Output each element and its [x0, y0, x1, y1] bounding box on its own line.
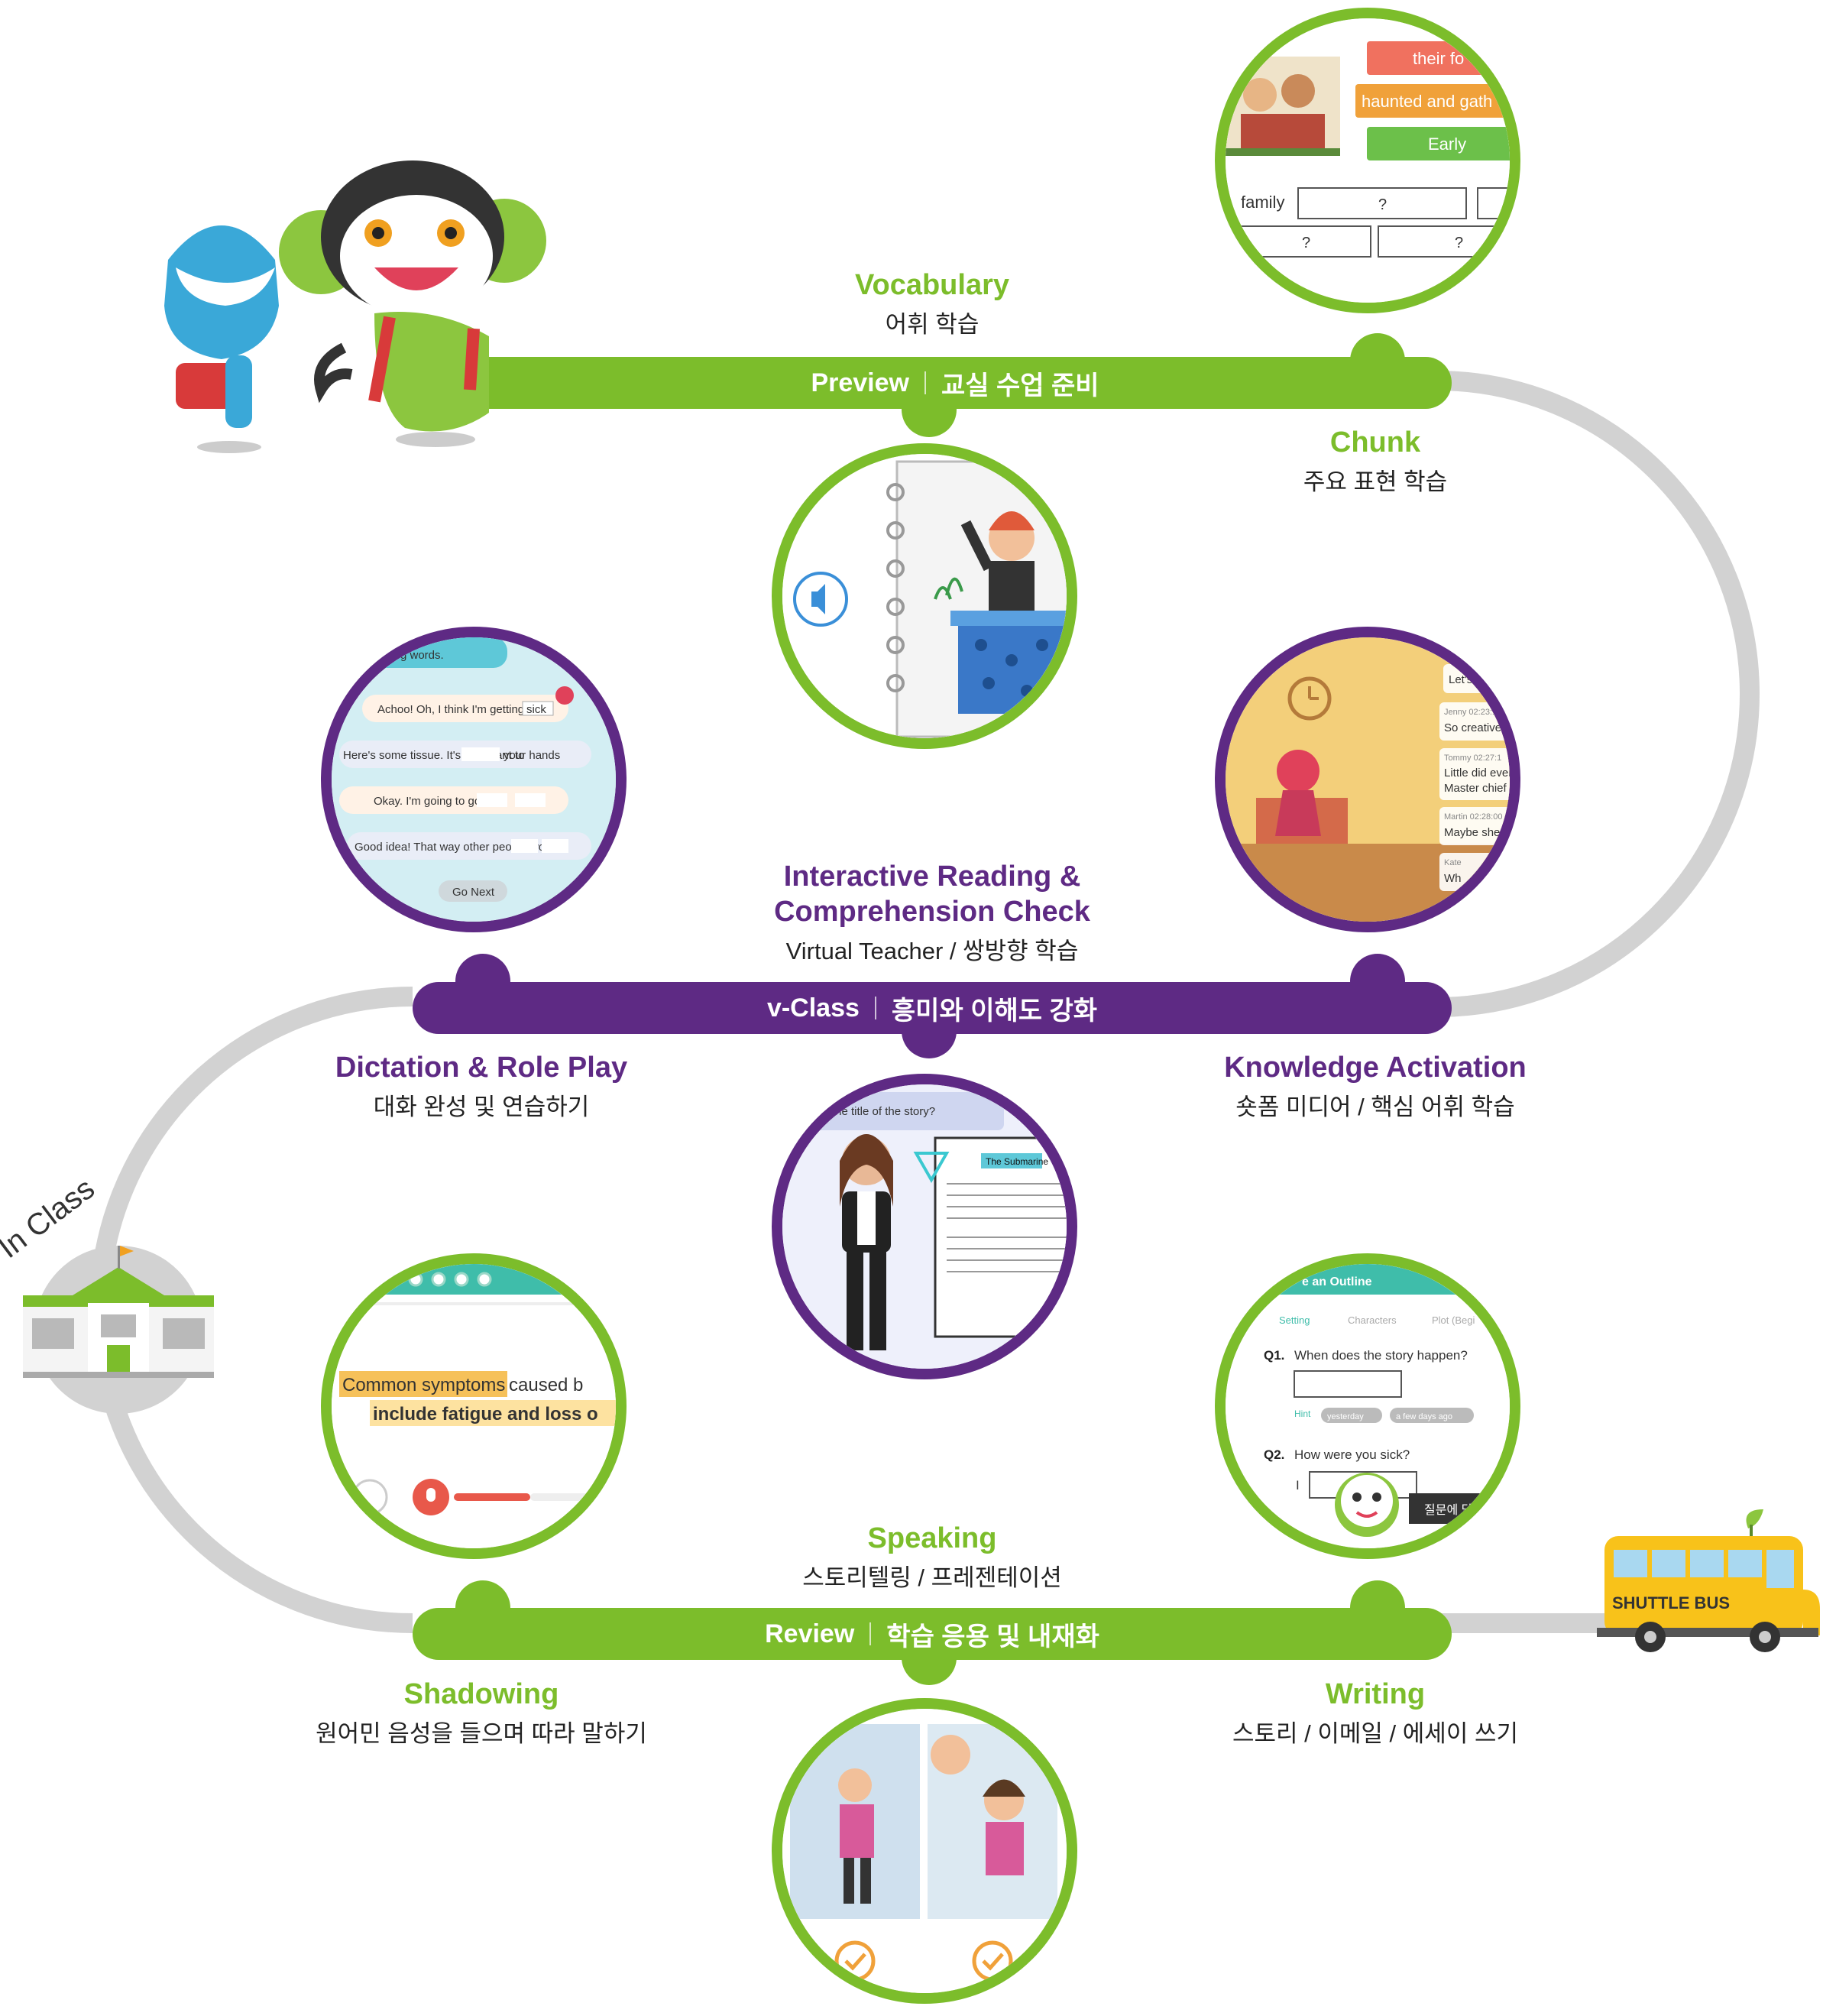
writing-answer-prefix: I — [1296, 1478, 1300, 1493]
writing-banner: 질문에 답 — [1424, 1503, 1473, 1517]
vocabulary-screenshot: their fo haunted and gath Early family ?… — [1215, 8, 1520, 313]
step-shadowing: Shadowing 원어민 음성을 들으며 따라 말하기 — [283, 1677, 680, 1749]
review-bar: Review 학습 응용 및 내재화 — [413, 1608, 1452, 1660]
knowledge-chat2-name: Jenny 02:23:1 — [1444, 708, 1497, 717]
separator — [924, 371, 926, 394]
dictation-word1: sick — [526, 703, 546, 716]
writing-q1: Q1. — [1264, 1348, 1284, 1363]
review-desc: 학습 응용 및 내재화 — [886, 1622, 1099, 1651]
writing-header: e an Outline — [1302, 1275, 1372, 1288]
dictation-line3: Okay. I'm going to go — [374, 795, 481, 808]
writing-hint1: yesterday — [1327, 1412, 1364, 1421]
speaking-screen-art — [782, 1709, 1067, 1993]
preview-desc: 교실 수업 준비 — [941, 371, 1099, 400]
step-desc: 주요 표현 학습 — [1303, 468, 1448, 495]
interactive-reading-screenshot: is the title of the story? The Submarine — [772, 1074, 1077, 1379]
preview-label: Preview — [811, 368, 909, 397]
dictation-line4: Good idea! That way other people won't — [355, 841, 557, 854]
dictation-header: g words. — [400, 649, 444, 662]
interactive-question: is the title of the story? — [821, 1105, 935, 1118]
dictation-button: Go Next — [452, 886, 495, 899]
writing-screen-art: e an Outline Setting Characters Plot (Be… — [1226, 1264, 1510, 1548]
step-vocabulary: Vocabulary 어휘 학습 — [779, 267, 1085, 339]
shuttle-bus: SHUTTLE BUS — [1597, 1509, 1820, 1652]
interactive-reading-art: is the title of the story? The Submarine — [782, 1084, 1067, 1369]
vocab-blank-2: ? — [1302, 235, 1310, 251]
step-writing: Writing 스토리 / 이메일 / 에세이 쓰기 — [1192, 1677, 1559, 1749]
school-building — [23, 1246, 214, 1414]
dictation-line2b: your hands — [504, 749, 560, 762]
shadowing-screen-art: Common symptoms caused b include fatigue… — [332, 1264, 616, 1548]
shadowing-text1a: Common symptoms — [342, 1375, 505, 1395]
shuttle-bus-text: SHUTTLE BUS — [1612, 1593, 1730, 1612]
knowledge-chat5-name: Kate — [1444, 858, 1462, 867]
separator — [869, 1622, 872, 1645]
writing-q2: Q2. — [1264, 1447, 1284, 1462]
knowledge-chat4-name: Martin 02:28:00 — [1444, 812, 1502, 822]
step-title: Speaking — [867, 1522, 997, 1554]
step-interactive-reading: Interactive Reading & Comprehension Chec… — [703, 859, 1161, 966]
writing-tab3: Plot (Begi — [1432, 1314, 1475, 1326]
step-speaking: Speaking 스토리텔링 / 프레젠테이션 — [741, 1521, 1123, 1593]
knowledge-chat2: So creative... — [1444, 721, 1510, 734]
step-title: Knowledge Activation — [1224, 1052, 1527, 1084]
vocab-btn3-text: Early — [1428, 135, 1466, 154]
step-title: Writing — [1325, 1678, 1426, 1710]
knowledge-chat3a: Little did every — [1444, 767, 1510, 779]
dictation-screenshot: g words. Achoo! Oh, I think I'm getting … — [321, 627, 627, 932]
preview-book-screenshot — [772, 443, 1077, 749]
shadowing-text2: include fatigue and loss o — [373, 1404, 598, 1424]
vocab-btn2-text: haunted and gath — [1362, 92, 1492, 111]
step-title: Chunk — [1329, 426, 1421, 459]
knowledge-screen-art: Let's d Jenny 02:23:1 So creative... Tom… — [1226, 637, 1510, 922]
interactive-book-title: The Submarine — [986, 1156, 1048, 1167]
preview-bar: Preview 교실 수업 준비 — [458, 357, 1452, 409]
step-desc: 스토리텔링 / 프레젠테이션 — [802, 1564, 1062, 1591]
review-label: Review — [765, 1619, 855, 1648]
writing-hint: Hint — [1294, 1408, 1311, 1419]
step-title: Vocabulary — [854, 269, 1010, 301]
speaking-screenshot — [772, 1698, 1077, 2004]
shadowing-screenshot: Common symptoms caused b include fatigue… — [321, 1253, 627, 1559]
step-title: Dictation & Role Play — [335, 1052, 628, 1084]
vclass-desc: 흥미와 이해도 강화 — [891, 996, 1098, 1026]
knowledge-chat3b: Master chief dis — [1444, 782, 1510, 795]
knowledge-chat3-name: Tommy 02:27:1 — [1444, 754, 1501, 763]
step-title-line1: Interactive Reading & — [783, 861, 1081, 893]
vclass-bar: v-Class 흥미와 이해도 강화 — [413, 982, 1452, 1034]
dictation-line1: Achoo! Oh, I think I'm getting — [377, 703, 524, 716]
mascot-characters — [164, 160, 546, 453]
dictation-screen-art: g words. Achoo! Oh, I think I'm getting … — [332, 637, 616, 922]
vocab-blank-1: ? — [1378, 196, 1387, 213]
step-knowledge: Knowledge Activation 숏폼 미디어 / 핵심 어휘 학습 — [1177, 1050, 1574, 1122]
writing-screenshot: e an Outline Setting Characters Plot (Be… — [1215, 1253, 1520, 1559]
step-dictation: Dictation & Role Play 대화 완성 및 연습하기 — [298, 1050, 665, 1122]
vocab-btn1-text: their fo — [1413, 49, 1464, 68]
step-title-line2: Comprehension Check — [774, 896, 1090, 928]
preview-book-art — [782, 454, 1067, 738]
vclass-label: v-Class — [766, 993, 860, 1023]
step-desc: 대화 완성 및 연습하기 — [373, 1094, 590, 1120]
writing-q2-text: How were you sick? — [1294, 1447, 1410, 1462]
writing-tab1: Setting — [1279, 1314, 1310, 1326]
knowledge-chat4: Maybe she is — [1444, 826, 1510, 839]
shadowing-text1b: caused b — [509, 1375, 583, 1395]
separator — [874, 997, 876, 1019]
writing-tab2: Characters — [1348, 1314, 1397, 1326]
step-title: Shadowing — [403, 1678, 559, 1710]
step-desc: 원어민 음성을 들으며 따라 말하기 — [316, 1720, 647, 1747]
step-desc: Virtual Teacher / 쌍방향 학습 — [785, 938, 1079, 964]
vocab-word-text: family — [1241, 193, 1284, 212]
step-chunk: Chunk 주요 표현 학습 — [1222, 425, 1528, 497]
writing-hint2: a few days ago — [1396, 1412, 1452, 1421]
knowledge-screenshot: Let's d Jenny 02:23:1 So creative... Tom… — [1215, 627, 1520, 932]
step-desc: 어휘 학습 — [885, 311, 979, 338]
step-desc: 스토리 / 이메일 / 에세이 쓰기 — [1232, 1720, 1518, 1747]
knowledge-chat5: Wh — [1444, 872, 1462, 885]
knowledge-chat1: Let's d — [1449, 673, 1482, 686]
vocabulary-screen-art: their fo haunted and gath Early family ?… — [1226, 18, 1510, 303]
step-desc: 숏폼 미디어 / 핵심 어휘 학습 — [1235, 1094, 1515, 1120]
writing-q1-text: When does the story happen? — [1294, 1348, 1468, 1363]
vocab-blank-3: ? — [1455, 235, 1463, 251]
